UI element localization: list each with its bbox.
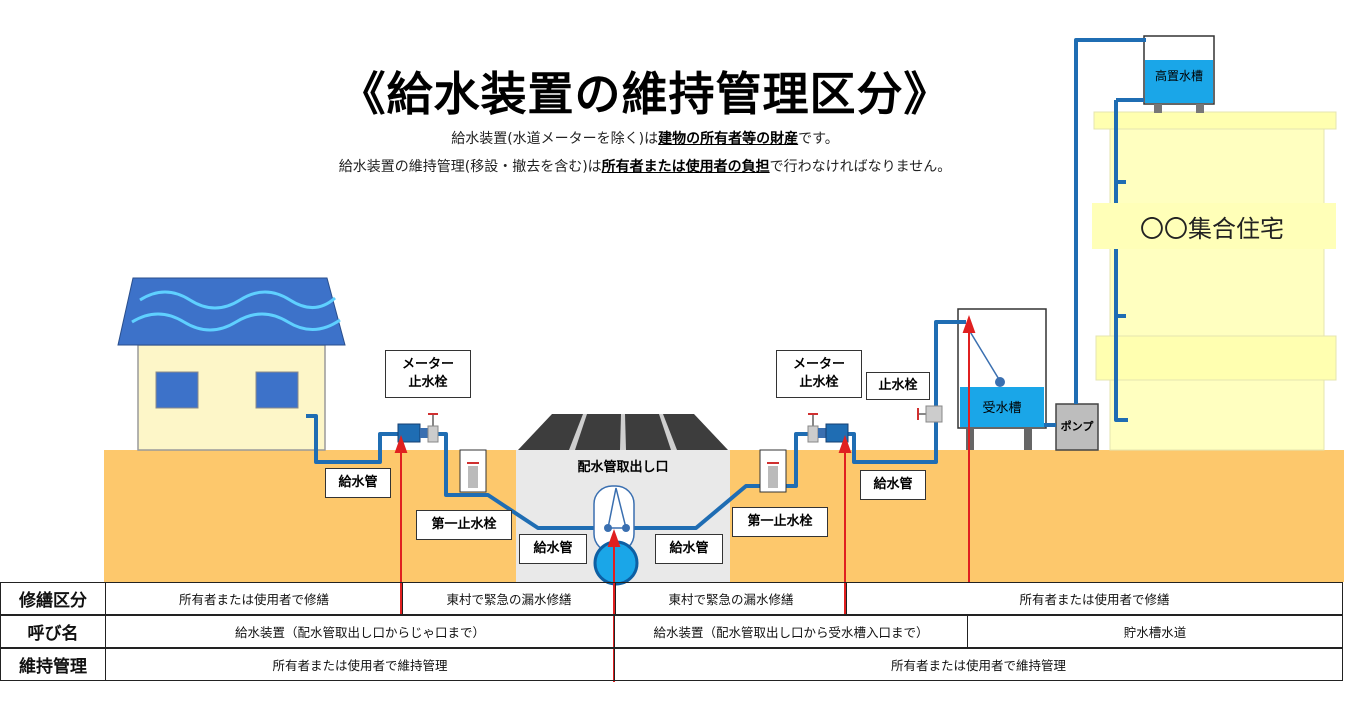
table-cell: 所有者または使用者で維持管理 (614, 648, 1343, 681)
pipe-house (306, 414, 400, 464)
riser-branches (1116, 98, 1144, 318)
table-cell: 所有者または使用者で修繕 (846, 582, 1343, 615)
pipe-pump-to-tank (1074, 38, 1146, 404)
row-header-name: 呼び名 (0, 615, 106, 648)
maintenance-table-row-2: 呼び名 給水装置（配水管取出し口からじゃ口まで） 給水装置（配水管取出し口から受… (0, 615, 1343, 648)
first-valve-box-right (759, 449, 787, 493)
table-cell: 東村で緊急の漏水修繕 (402, 582, 616, 615)
table-cell: 貯水槽水道 (967, 615, 1343, 648)
row-header-maintenance: 維持管理 (0, 648, 106, 681)
house-window-left (155, 371, 199, 409)
table-row-name: 呼び名 給水装置（配水管取出し口からじゃ口まで） 給水装置（配水管取出し口から受… (0, 615, 1343, 648)
label-stop-valve: 止水栓 (866, 372, 930, 400)
label-first-valve-right: 第一止水栓 (732, 507, 828, 537)
meter-left (397, 413, 439, 443)
table-cell: 給水装置（配水管取出し口から受水槽入口まで） (614, 615, 968, 648)
label-pump: ポンプ (1060, 419, 1094, 433)
table-cell: 所有者または使用者で維持管理 (105, 648, 615, 681)
label-meter-valve-right: メーター 止水栓 (776, 350, 862, 398)
pipe-left-service (436, 432, 608, 530)
road-mark-2 (620, 414, 626, 450)
label-meter-valve-left: メーター 止水栓 (385, 350, 471, 398)
stop-valve-right (917, 405, 943, 423)
label-supply-pipe-left: 給水管 (325, 468, 391, 498)
house-window-right (255, 371, 299, 409)
table-cell: 東村で緊急の漏水修繕 (615, 582, 847, 615)
page-title: 《給水装置の維持管理区分》 (339, 67, 951, 121)
label-supply-pipe-right: 給水管 (860, 470, 926, 500)
elevated-tank (1143, 35, 1215, 113)
road-mark-3 (659, 414, 677, 450)
house (117, 277, 346, 451)
subtitle-line-2: 給水装置の維持管理(移設・撤去を含む)は所有者または使用者の負担で行わなければな… (338, 159, 952, 175)
label-first-valve-left: 第一止水栓 (416, 510, 512, 540)
pipe-right-supply (846, 320, 966, 464)
meter-right (807, 413, 849, 443)
table-row-repair: 修繕区分 所有者または使用者で修繕 東村で緊急の漏水修繕 東村で緊急の漏水修繕 … (0, 582, 1343, 615)
table-cell: 給水装置（配水管取出し口からじゃ口まで） (105, 615, 615, 648)
label-supply-pipe-center-left: 給水管 (519, 534, 587, 564)
receiving-tank (957, 308, 1047, 450)
label-main-outlet: 配水管取出し口 (577, 460, 669, 476)
maintenance-table-row-3: 維持管理 所有者または使用者で維持管理 所有者または使用者で維持管理 (0, 648, 1343, 681)
row-header-repair: 修繕区分 (0, 582, 106, 615)
label-supply-pipe-center-right: 給水管 (655, 534, 723, 564)
label-elevated-tank: 高置水槽 (1154, 68, 1203, 83)
apartment-label: 〇〇集合住宅 (1092, 203, 1336, 249)
road-mark-1 (569, 414, 587, 450)
subtitle-line-1: 給水装置(水道メーターを除く)は建物の所有者等の財産です。 (451, 131, 839, 147)
table-row-maintenance: 維持管理 所有者または使用者で維持管理 所有者または使用者で維持管理 (0, 648, 1343, 681)
maintenance-table: 修繕区分 所有者または使用者で修繕 東村で緊急の漏水修繕 東村で緊急の漏水修繕 … (0, 582, 1343, 615)
label-receiving-tank: 受水槽 (982, 401, 1022, 417)
apartment-building (1093, 111, 1337, 451)
table-cell: 所有者または使用者で修繕 (105, 582, 403, 615)
first-valve-box-left (459, 449, 487, 493)
